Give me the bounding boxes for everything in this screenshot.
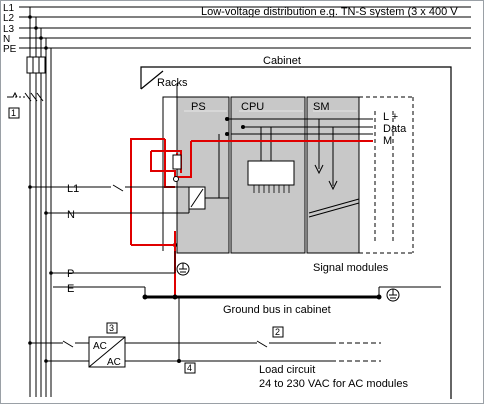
- ground-bus-junctions: [142, 294, 382, 300]
- feed-lines: [30, 184, 190, 274]
- ref-box-3: [106, 322, 118, 334]
- cabinet-label: Cabinet: [263, 55, 301, 67]
- ref-3: 3: [109, 323, 114, 333]
- cabinet-outline: [140, 66, 452, 399]
- ac-bottom-label: AC: [107, 357, 121, 368]
- load-circuit-line2: 24 to 230 VAC for AC modules: [259, 378, 408, 390]
- bus-m-label: M: [383, 135, 392, 147]
- rack-outline: [162, 83, 178, 251]
- ref-1: 1: [11, 108, 16, 118]
- racks-label: Racks: [157, 77, 188, 89]
- main-fuses: [26, 56, 46, 74]
- feed-n-label: N: [67, 209, 75, 221]
- label-l2: L2: [3, 13, 15, 24]
- diagram-title: Low-voltage distribution e.g. TN-S syste…: [201, 6, 458, 18]
- ref-box-4: [184, 362, 196, 374]
- ref-box-1: [8, 107, 20, 119]
- feed-p-label: P: [67, 268, 74, 280]
- ground-bus-label: Ground bus in cabinet: [223, 304, 331, 316]
- ac-transformer-icon: [88, 336, 126, 368]
- feed-l1-label: L1: [67, 183, 79, 195]
- ground-bus: [53, 286, 441, 299]
- ref-box-2: [272, 326, 284, 338]
- bus-lplus-label: L +: [383, 111, 398, 123]
- ground-link-terminal: [172, 154, 182, 170]
- additional-modules-dashed: [359, 96, 414, 254]
- ref-2: 2: [275, 327, 280, 337]
- sm-label: SM: [313, 101, 330, 113]
- ps-module: [176, 96, 230, 254]
- load-ground-junction: [177, 359, 181, 363]
- label-l3: L3: [3, 24, 15, 35]
- bus-data-label: Data: [383, 123, 407, 135]
- load-circuit-line1: Load circuit: [259, 364, 315, 376]
- terminal-point: [173, 176, 179, 182]
- ref-4: 4: [187, 363, 192, 373]
- main-switch-icon: [7, 91, 44, 102]
- label-l1: L1: [3, 3, 15, 14]
- cpu-label: CPU: [241, 101, 264, 113]
- signal-modules-label: Signal modules: [313, 262, 389, 274]
- cabinet-ground-icon: [386, 288, 400, 302]
- ac-top-label: AC: [93, 341, 107, 352]
- label-n: N: [3, 34, 10, 45]
- rack-ground-icon: [176, 262, 190, 276]
- feed-e-label: E: [67, 283, 74, 295]
- ps-label: PS: [191, 101, 206, 113]
- load-circuit-lines: [30, 297, 381, 362]
- internal-buses: [188, 118, 373, 218]
- label-pe: PE: [3, 44, 17, 55]
